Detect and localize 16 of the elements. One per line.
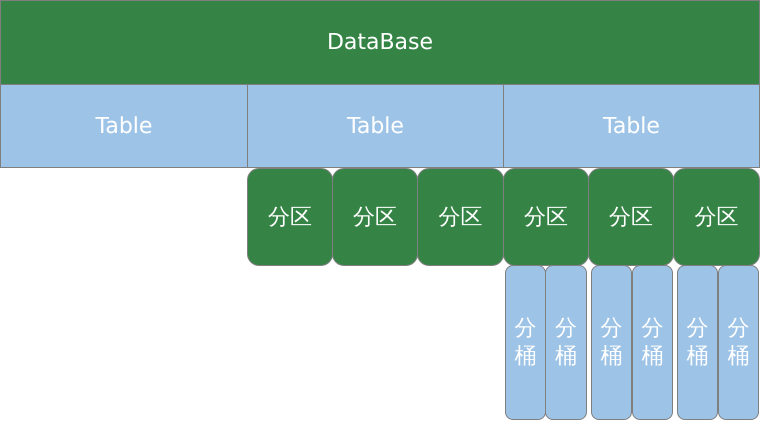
bucket-box: 分桶 bbox=[545, 265, 587, 420]
database-band: DataBase bbox=[0, 0, 760, 85]
bucket-box: 分桶 bbox=[718, 265, 759, 420]
table-box: Table bbox=[503, 84, 760, 168]
partition-box: 分区 bbox=[673, 168, 760, 266]
bucket-box: 分桶 bbox=[632, 265, 673, 420]
partition-box: 分区 bbox=[503, 168, 589, 266]
bucket-box: 分桶 bbox=[677, 265, 718, 420]
partition-box: 分区 bbox=[417, 168, 504, 266]
bucket-box: 分桶 bbox=[591, 265, 632, 420]
bucket-box: 分桶 bbox=[505, 265, 546, 420]
partition-box: 分区 bbox=[588, 168, 674, 266]
table-box: Table bbox=[247, 84, 504, 168]
partition-box: 分区 bbox=[332, 168, 418, 266]
partition-box: 分区 bbox=[247, 168, 333, 266]
table-box: Table bbox=[0, 84, 248, 168]
